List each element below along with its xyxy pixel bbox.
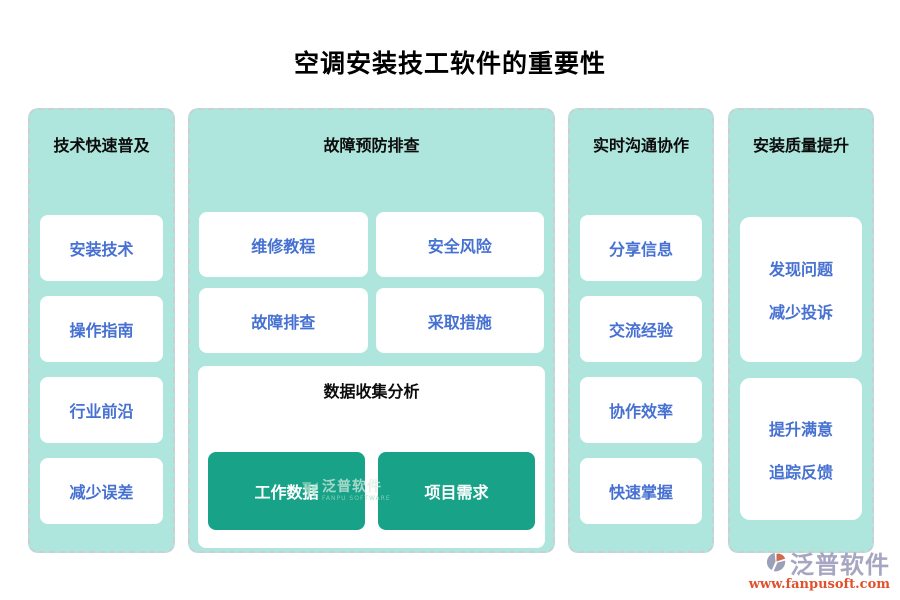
work-data-button[interactable]: 工作数据 [208, 452, 365, 530]
card-improve-satisfaction: 提升满意 追踪反馈 [740, 378, 862, 520]
subpanel-buttons: 工作数据 项目需求 [198, 452, 545, 530]
card-share-info: 分享信息 [580, 215, 702, 281]
card-repair-tutorial: 维修教程 [199, 212, 368, 277]
page-title: 空调安装技工软件的重要性 [293, 49, 606, 78]
subpanel-data-collection: 数据收集分析 工作数据 项目需求 泛普软件 FANPU SOFTWARE [198, 366, 545, 548]
card-operation-guide: 操作指南 [40, 296, 163, 362]
panel-comm-items: 分享信息 交流经验 协作效率 快速掌握 [570, 215, 712, 524]
footer-brand-name: 泛普软件 [790, 551, 890, 579]
card-line-reduce-complaints: 减少投诉 [768, 303, 833, 322]
card-quick-master: 快速掌握 [580, 458, 702, 524]
panel-quality-header: 安装质量提升 [752, 136, 849, 155]
card-industry-frontier: 行业前沿 [40, 377, 163, 443]
card-safety-risk: 安全风险 [375, 212, 544, 277]
card-find-problems: 发现问题 减少投诉 [740, 217, 862, 362]
card-install-tech: 安装技术 [40, 215, 163, 281]
card-fault-troubleshoot: 故障排查 [199, 288, 368, 353]
footer-url[interactable]: www.fanpusoft.com [748, 577, 890, 592]
panel-tech-popularization: 技术快速普及 安装技术 操作指南 行业前沿 减少误差 [28, 108, 175, 553]
panel-tech-items: 安装技术 操作指南 行业前沿 减少误差 [30, 215, 173, 524]
card-reduce-error: 减少误差 [40, 458, 163, 524]
footer-brand-block: 泛普软件 www.fanpusoft.com [749, 545, 890, 592]
card-collaboration-efficiency: 协作效率 [580, 377, 702, 443]
panel-tech-header: 技术快速普及 [53, 136, 150, 155]
card-exchange-experience: 交流经验 [580, 296, 702, 362]
panel-realtime-collaboration: 实时沟通协作 分享信息 交流经验 协作效率 快速掌握 [568, 108, 714, 553]
panel-quality-improvement: 安装质量提升 发现问题 减少投诉 提升满意 追踪反馈 [728, 108, 874, 553]
card-line-find-problem: 发现问题 [768, 260, 833, 279]
panel-fault-header: 故障预防排查 [323, 136, 420, 155]
subpanel-header: 数据收集分析 [323, 382, 420, 401]
panel-comm-header: 实时沟通协作 [592, 136, 689, 155]
project-demand-button[interactable]: 项目需求 [378, 452, 535, 530]
card-line-improve-satisfaction: 提升满意 [768, 419, 833, 439]
card-take-measures: 采取措施 [375, 288, 544, 353]
panel-fault-items: 维修教程 安全风险 故障排查 采取措施 [190, 212, 553, 353]
panel-fault-prevention: 故障预防排查 维修教程 安全风险 故障排查 采取措施 数据收集分析 工作数据 项… [188, 108, 555, 553]
fanpu-logo-icon [766, 552, 786, 572]
card-line-track-feedback: 追踪反馈 [768, 462, 833, 482]
